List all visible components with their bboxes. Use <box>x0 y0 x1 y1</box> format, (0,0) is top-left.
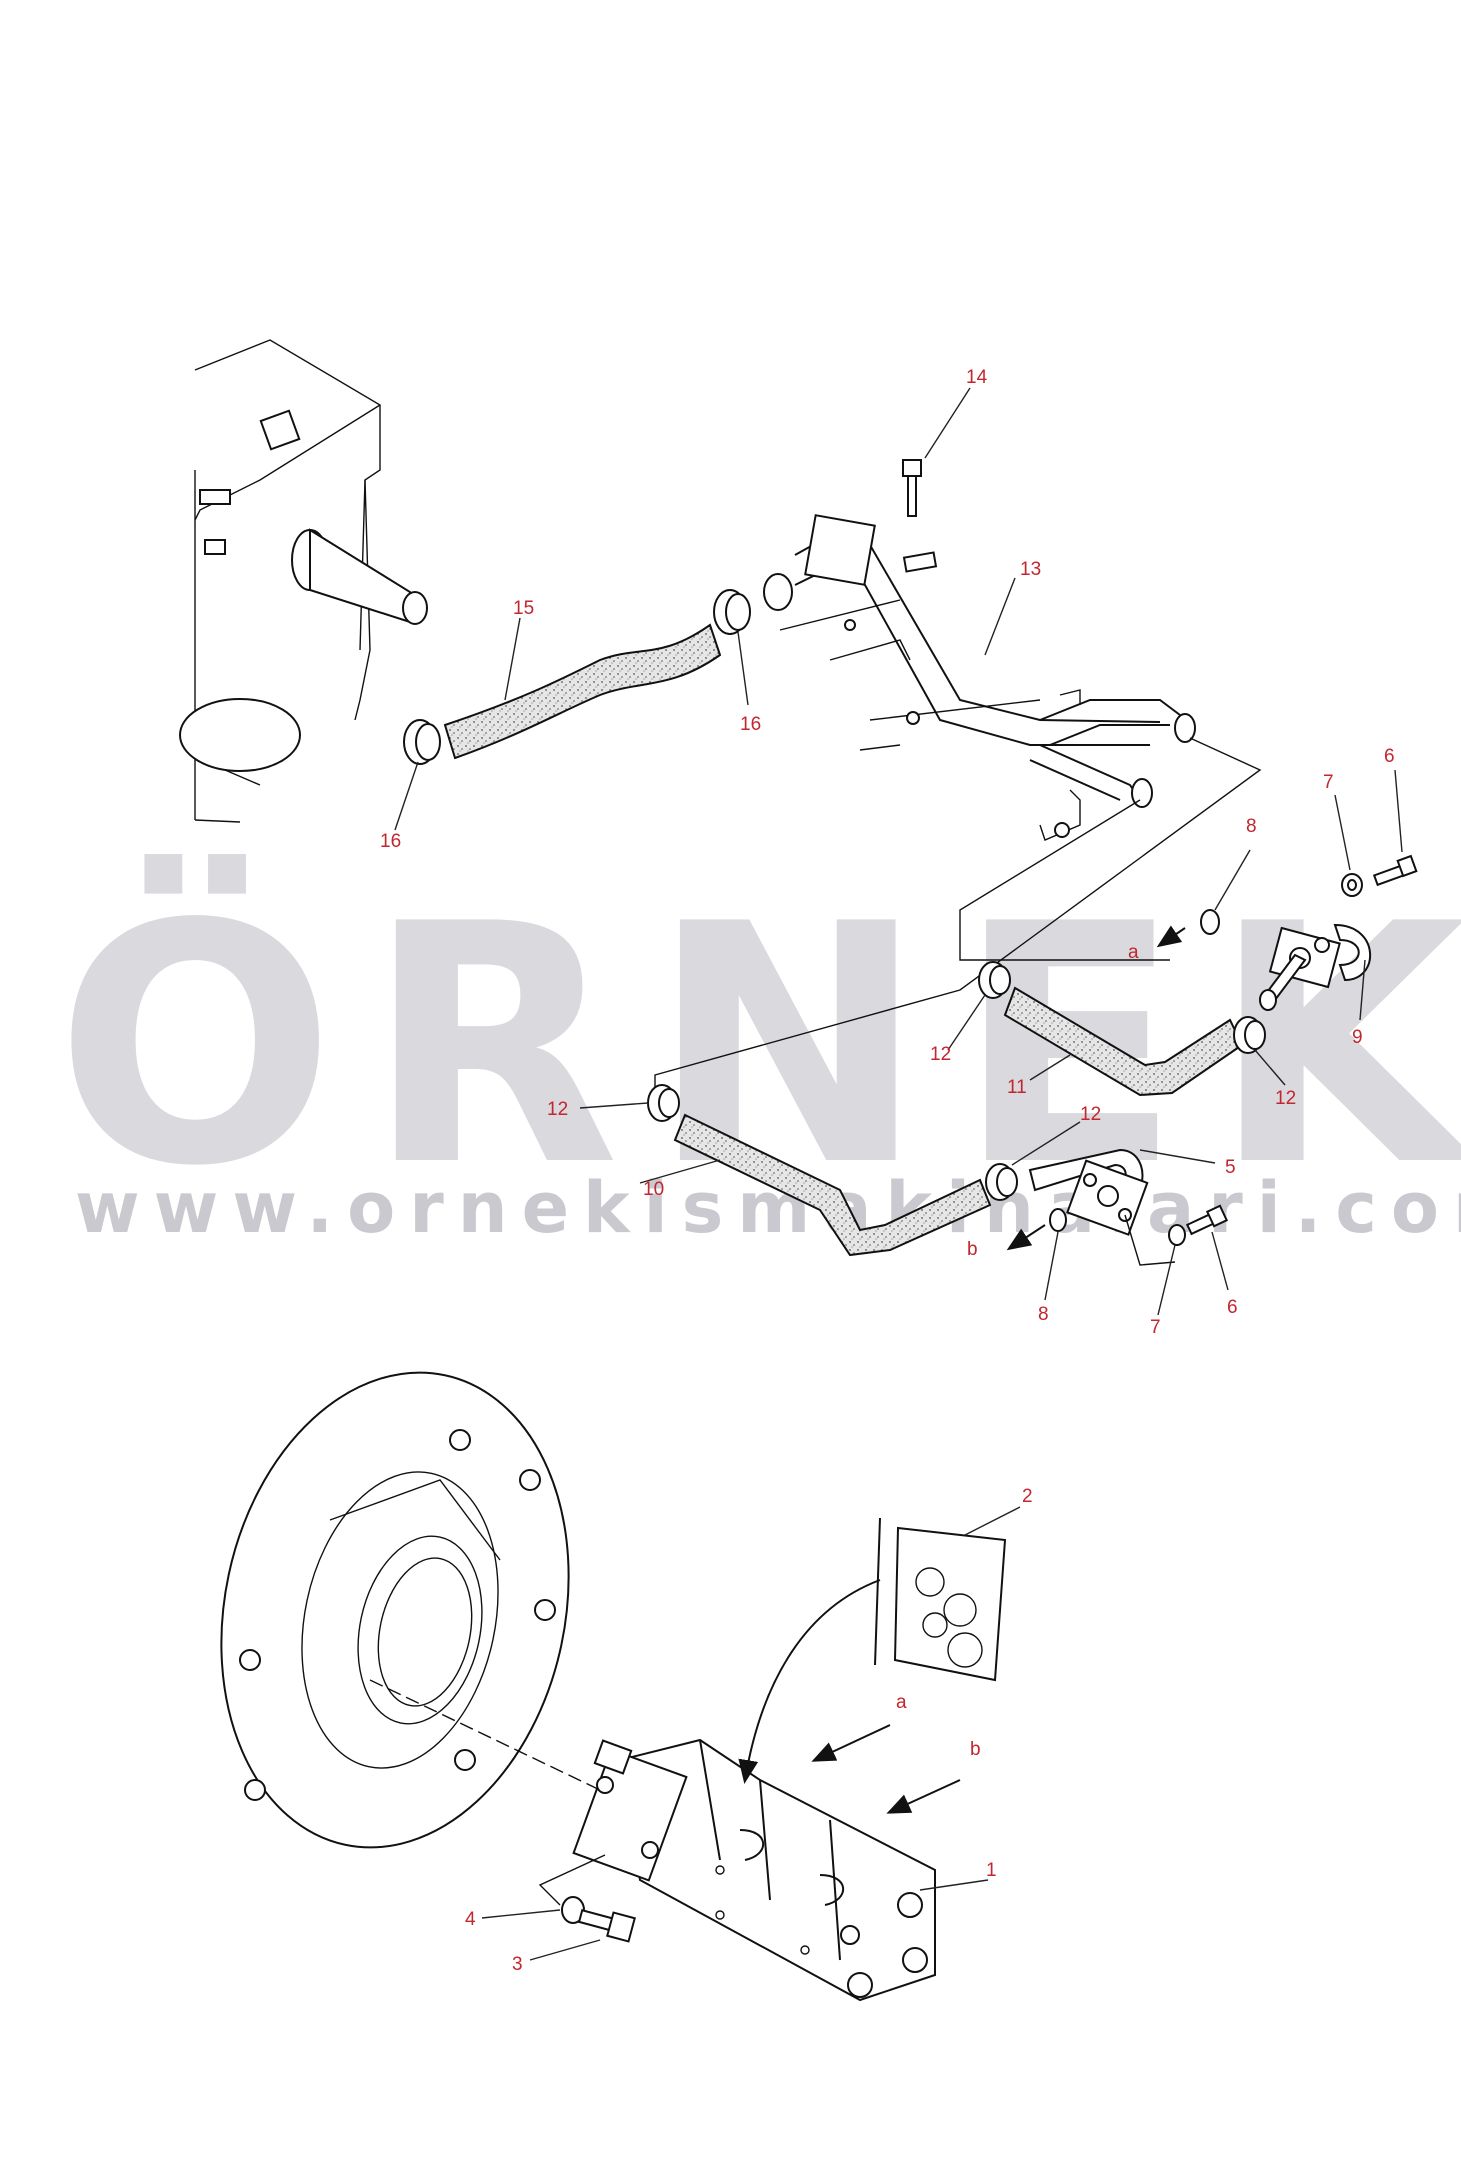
arrow-b-top <box>1006 1224 1046 1251</box>
seal-kit-2 <box>738 1517 1007 1784</box>
callout-9: 9 <box>1352 1027 1363 1048</box>
hose-15 <box>443 623 722 760</box>
bolt-3 <box>577 1909 636 1943</box>
callout-1: 1 <box>986 1860 997 1881</box>
callout-14: 14 <box>966 367 988 388</box>
washer-7-bottom <box>1168 1224 1186 1246</box>
callout-3: 3 <box>512 1954 523 1975</box>
clamp-12-a <box>978 961 1011 999</box>
clamp-12-c <box>647 1084 680 1122</box>
callout-b-bottom: b <box>970 1739 981 1760</box>
clamp-12-d <box>985 1163 1018 1201</box>
clamp-16-right <box>713 589 751 635</box>
callout-13: 13 <box>1020 559 1041 580</box>
callout-15: 15 <box>513 598 534 619</box>
callout-2: 2 <box>1022 1486 1033 1507</box>
callout-12-c: 12 <box>547 1099 568 1120</box>
clamp-12-b <box>1233 1016 1266 1054</box>
hydraulic-pump-1 <box>572 1738 936 2002</box>
screw-6-bottom <box>1185 1204 1229 1236</box>
clamp-16-left <box>403 719 441 765</box>
callout-16-right: 16 <box>740 714 761 735</box>
arrow-a-top <box>1156 925 1186 948</box>
bolt-14 <box>902 459 938 573</box>
callout-4: 4 <box>465 1909 476 1930</box>
center-line <box>369 1679 601 1791</box>
callout-6-bottom: 6 <box>1227 1297 1238 1318</box>
dashed-guide <box>654 737 1262 1090</box>
hose-10 <box>673 1113 992 1257</box>
leader-lines <box>394 387 1403 1961</box>
callout-5: 5 <box>1225 1157 1236 1178</box>
bracket-line-pump <box>538 1854 606 1906</box>
washer-7-top <box>1341 873 1363 897</box>
o-ring-8-top <box>1200 909 1220 935</box>
dashed-guide-2 <box>959 799 1170 961</box>
callout-a-top: a <box>1128 942 1139 963</box>
callout-b-top: b <box>967 1239 978 1260</box>
arrow-a-bottom <box>811 1724 891 1762</box>
callout-a-bottom: a <box>896 1692 907 1713</box>
callout-10: 10 <box>643 1179 664 1200</box>
arrow-b-bottom <box>886 1779 961 1814</box>
callout-12-a: 12 <box>930 1044 951 1065</box>
callout-labels: 14 13 15 16 16 6 7 8 a 9 12 11 12 12 12 … <box>380 367 1395 1975</box>
callout-8-top: 8 <box>1246 816 1257 837</box>
hydraulic-tank-housing <box>179 339 428 823</box>
elbow-fitting-5 <box>1028 1148 1149 1236</box>
callout-12-b: 12 <box>1275 1088 1296 1109</box>
bracket-line-bottom <box>1124 1214 1176 1266</box>
callout-11: 11 <box>1007 1077 1027 1098</box>
engine-flywheel-housing <box>220 1371 570 1849</box>
callout-7-top: 7 <box>1323 772 1334 793</box>
o-ring-8-bottom <box>1049 1208 1067 1232</box>
screw-6-top <box>1372 854 1418 887</box>
callout-7-bottom: 7 <box>1150 1317 1161 1338</box>
callout-12-d: 12 <box>1080 1104 1101 1125</box>
callout-8-bottom: 8 <box>1038 1304 1049 1325</box>
callout-6-top: 6 <box>1384 746 1395 767</box>
suction-pipe-13 <box>763 514 1196 841</box>
callout-16-left: 16 <box>380 831 401 852</box>
elbow-fitting-9 <box>1259 923 1371 1011</box>
